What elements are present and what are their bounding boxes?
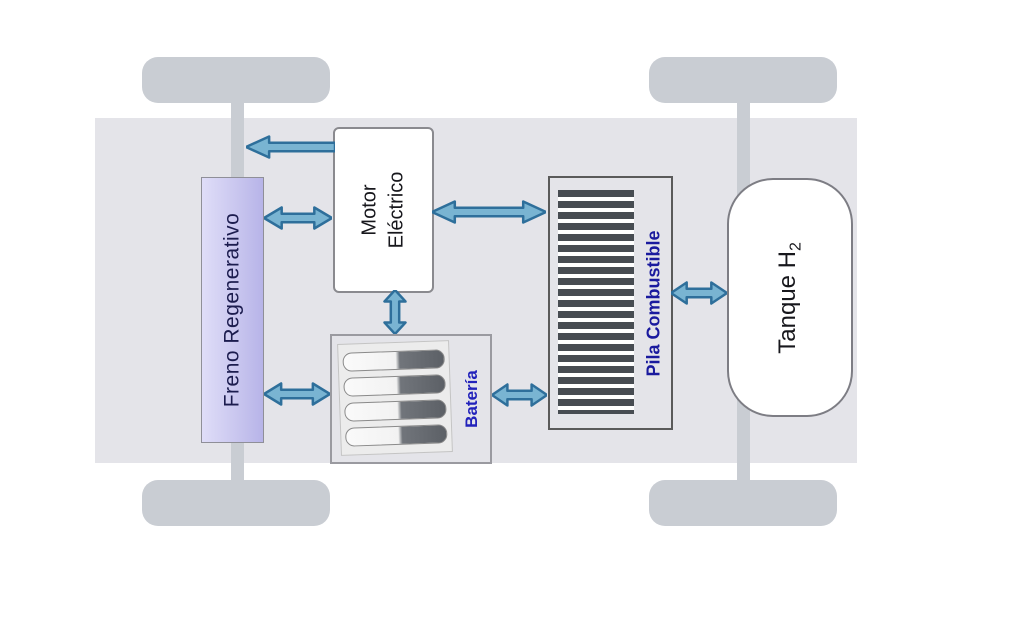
battery-box: Batería (330, 334, 492, 464)
battery-cell (344, 399, 447, 422)
hydrogen-tank-box: Tanque H2 (727, 178, 853, 417)
wheel-bottom-right (649, 480, 837, 526)
regenerative-brake-box: Freno Regenerativo (201, 177, 264, 443)
battery-label: Batería (462, 370, 482, 428)
wheel-bottom-left (142, 480, 330, 526)
wheel-top-right (649, 57, 837, 103)
battery-cell (342, 349, 445, 372)
electric-motor-box: Motor Eléctrico (333, 127, 434, 293)
fuel-cell-stack-graphic (558, 190, 634, 414)
hydrogen-tank-label: Tanque H2 (774, 241, 805, 354)
fuel-cell-box: Pila Combustible (548, 176, 673, 430)
regenerative-brake-label: Freno Regenerativo (220, 212, 244, 408)
electric-motor-label: Motor Eléctrico (358, 171, 408, 249)
battery-cell (345, 424, 448, 447)
wheel-top-left (142, 57, 330, 103)
fuel-cell-label: Pila Combustible (643, 229, 664, 377)
battery-cells-graphic (337, 340, 453, 456)
fuel-cell-label-wrap: Pila Combustible (637, 178, 671, 428)
battery-cell (343, 374, 446, 397)
battery-label-wrap: Batería (454, 336, 490, 462)
